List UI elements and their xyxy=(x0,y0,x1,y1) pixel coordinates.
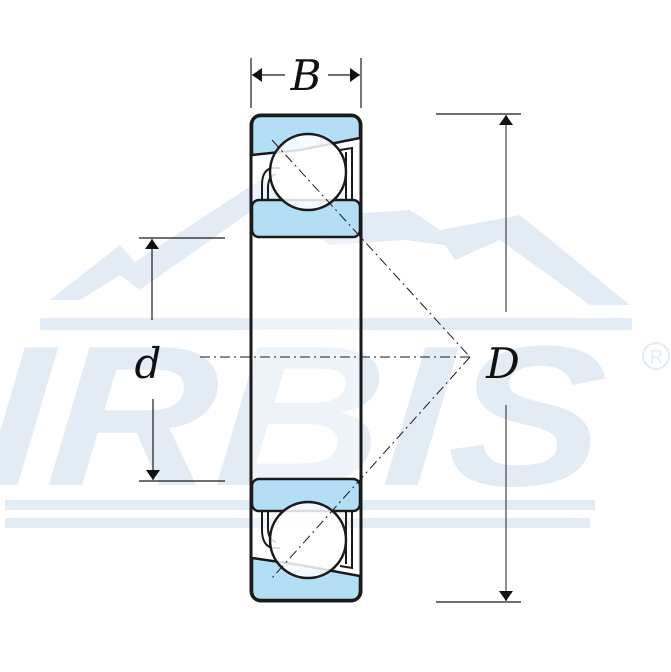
ball-bottom xyxy=(268,500,348,580)
watermark-registered-circle xyxy=(642,342,670,370)
watermark-bar-top xyxy=(40,318,632,330)
contact-line-top xyxy=(271,139,471,358)
label-b: B xyxy=(290,51,322,100)
dimension-D: D xyxy=(436,113,521,603)
label-d: d xyxy=(135,339,162,388)
watermark-mountains xyxy=(50,180,630,305)
label-D: D xyxy=(485,339,520,388)
watermark-registered-mark: R xyxy=(650,347,663,367)
ball-top xyxy=(268,132,348,212)
contact-line-bottom xyxy=(271,356,471,579)
construction-lines xyxy=(200,139,471,579)
dimension-b: B xyxy=(250,51,362,108)
dimension-d: d xyxy=(135,237,225,482)
bearing-cross-section xyxy=(249,113,363,603)
